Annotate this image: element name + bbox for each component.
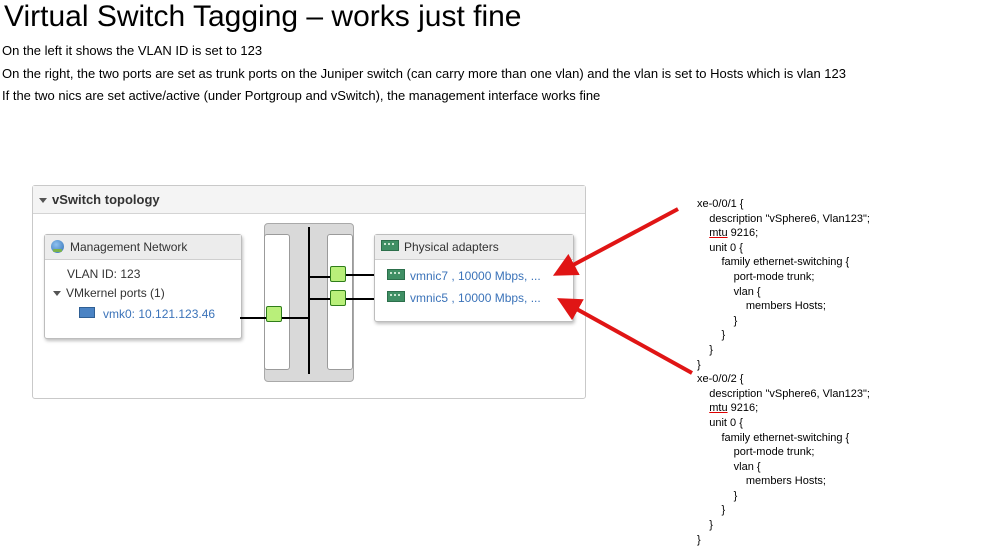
uplink-port-2[interactable] <box>330 290 346 306</box>
vswitch-left-section <box>264 234 290 370</box>
physical-adapters-label: Physical adapters <box>404 240 499 254</box>
config-line: vlan { <box>697 285 761 298</box>
config-line: members Hosts; <box>697 300 826 313</box>
uplink-port-1[interactable] <box>330 266 346 282</box>
config-line: vlan { <box>697 460 761 473</box>
chevron-down-icon[interactable] <box>53 291 61 297</box>
chevron-down-icon[interactable] <box>39 198 47 204</box>
nic-icon <box>381 240 399 251</box>
nic-icon <box>387 291 405 302</box>
network-globe-icon <box>51 240 64 253</box>
note-line-2: On the right, the two ports are set as t… <box>2 66 846 81</box>
config-line: family ethernet-switching { <box>697 256 850 269</box>
config-line: port-mode trunk; <box>697 446 815 459</box>
vmk-link-line <box>240 317 268 319</box>
vmk-switch-port[interactable] <box>266 306 282 322</box>
physical-adapters-header: Physical adapters <box>375 235 573 260</box>
note-line-3: If the two nics are set active/active (u… <box>2 88 601 103</box>
vmnic5-label: vmnic5 , 10000 Mbps, ... <box>410 291 541 305</box>
config-line: xe-0/0/2 { <box>697 373 744 386</box>
vswitch-topology-label: vSwitch topology <box>52 192 160 207</box>
management-network-portgroup[interactable]: Management Network VLAN ID: 123 VMkernel… <box>44 234 242 339</box>
note-line-1: On the left it shows the VLAN ID is set … <box>2 43 263 58</box>
config-line: } <box>697 358 701 371</box>
vmnic5-adapter[interactable]: vmnic5 , 10000 Mbps, ... <box>387 290 541 306</box>
uplink2-to-nic-line <box>346 298 386 300</box>
portgroup-name: Management Network <box>70 240 188 254</box>
slide-title: Virtual Switch Tagging – works just fine <box>4 0 522 33</box>
physical-adapters-box: Physical adapters vmnic7 , 10000 Mbps, .… <box>374 234 574 322</box>
config-line: mtu 9216; <box>709 227 759 240</box>
config-line: } <box>697 343 713 356</box>
vswitch-topology-header[interactable]: vSwitch topology <box>33 186 585 214</box>
juniper-config-block: xe-0/0/1 { description "vSphere6, Vlan12… <box>697 197 870 547</box>
config-line: members Hosts; <box>697 475 826 488</box>
vswitch-bus-line <box>308 227 310 374</box>
vmkernel-ports-toggle[interactable]: VMkernel ports (1) <box>53 285 165 301</box>
config-line: } <box>697 329 726 342</box>
config-line: } <box>697 314 738 327</box>
config-line: description "vSphere6, Vlan123"; <box>697 387 870 400</box>
port-to-bus-line <box>282 317 310 319</box>
config-line: } <box>697 504 726 517</box>
config-line: description "vSphere6, Vlan123"; <box>697 212 870 225</box>
config-line: mtu 9216; <box>709 402 759 415</box>
portgroup-header: Management Network <box>45 235 241 260</box>
uplink1-to-nic-line <box>346 274 386 276</box>
config-line: family ethernet-switching { <box>697 431 850 444</box>
bus-to-uplink1-line <box>310 276 330 278</box>
vswitch-body <box>264 223 354 382</box>
vmnic7-adapter[interactable]: vmnic7 , 10000 Mbps, ... <box>387 268 541 284</box>
config-line: } <box>697 489 738 502</box>
config-line: xe-0/0/1 { <box>697 198 744 210</box>
nic-icon <box>387 269 405 280</box>
vlan-id-label: VLAN ID: 123 <box>67 267 141 281</box>
vmkernel-adapter-icon <box>79 307 95 318</box>
config-line: unit 0 { <box>697 416 743 429</box>
config-line: } <box>697 519 713 532</box>
vmk0-port[interactable]: vmk0: 10.121.123.46 <box>79 306 215 322</box>
bus-to-uplink2-line <box>310 298 330 300</box>
vmkernel-ports-label: VMkernel ports (1) <box>66 286 165 300</box>
config-line: port-mode trunk; <box>697 270 815 283</box>
vmk0-label: vmk0: 10.121.123.46 <box>103 307 216 321</box>
config-line: unit 0 { <box>697 241 743 254</box>
config-line: } <box>697 533 701 546</box>
vmnic7-label: vmnic7 , 10000 Mbps, ... <box>410 269 541 283</box>
